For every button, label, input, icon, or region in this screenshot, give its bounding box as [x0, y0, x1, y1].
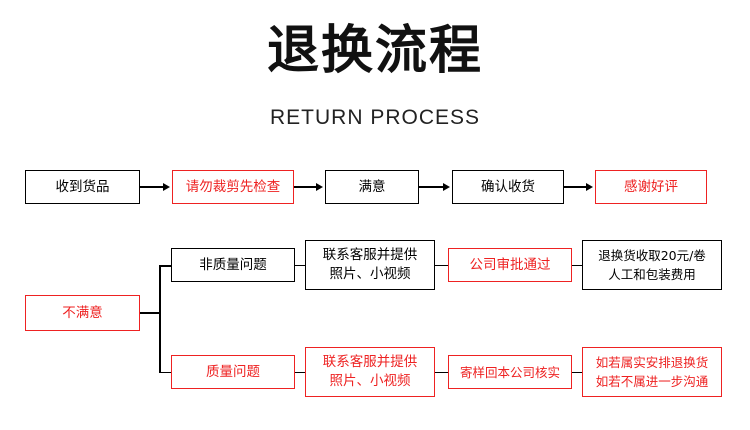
branch-stem: [140, 312, 160, 314]
flow-box-non-quality-issue: 非质量问题: [171, 248, 295, 282]
branch-lower: [159, 371, 171, 373]
flow-box-label: 收到货品: [55, 178, 110, 195]
connector-row3-3: [572, 371, 582, 373]
connector-row3-2: [435, 371, 448, 373]
connector-row1-3: [419, 186, 445, 188]
connector-row2-2: [435, 264, 448, 266]
flow-box-label: 感谢好评: [624, 178, 678, 195]
page-subtitle: RETURN PROCESS: [269, 106, 481, 129]
flow-box-label-line1: 退换货收取20元/卷: [598, 248, 706, 263]
flow-box-label: 不满意: [62, 304, 103, 321]
connector-row2-3: [572, 264, 582, 266]
connector-row1-1: [140, 186, 165, 188]
flow-box-label-line1: 如若属实安排退换货: [595, 355, 709, 370]
flow-box-received-goods: 收到货品: [25, 170, 140, 204]
flow-box-unsatisfied: 不满意: [25, 295, 140, 331]
flow-box-label: 非质量问题: [199, 256, 267, 273]
flow-box-return-fee-note: 退换货收取20元/卷 人工和包装费用: [582, 240, 722, 290]
flow-box-label: 公司审批通过: [469, 256, 551, 273]
branch-upper: [159, 265, 171, 267]
flow-box-label: 满意: [358, 178, 386, 195]
flow-box-contact-service-provide-media-quality: 联系客服并提供 照片、小视频: [305, 347, 435, 397]
connector-row3-1: [295, 371, 305, 373]
flow-box-quality-issue: 质量问题: [171, 355, 295, 389]
branch-vertical: [159, 265, 161, 373]
arrow-row1-3: [443, 182, 450, 191]
flow-box-label: 质量问题: [206, 363, 260, 380]
flow-box-verification-outcome: 如若属实安排退换货 如若不属进一步沟通: [582, 347, 722, 397]
flow-box-label: 寄样回本公司核实: [459, 364, 560, 380]
flow-box-label-line2: 人工和包装费用: [608, 267, 696, 282]
arrow-row1-4: [586, 182, 593, 191]
flow-box-confirm-receipt: 确认收货: [452, 170, 564, 204]
flow-box-thanks-good-review: 感谢好评: [595, 170, 707, 204]
flow-box-label-line2: 照片、小视频: [329, 373, 411, 389]
flow-box-do-not-cut-check-first: 请勿裁剪先检查: [172, 170, 294, 204]
flow-box-label-line2: 照片、小视频: [329, 266, 411, 282]
connector-row1-2: [294, 186, 318, 188]
page-title: 退换流程: [266, 21, 483, 81]
flow-box-label-line2: 如若不属进一步沟通: [595, 374, 709, 389]
flow-box-satisfied: 满意: [325, 170, 419, 204]
flow-box-label-line1: 联系客服并提供: [322, 354, 418, 370]
flow-box-company-approval-passed: 公司审批通过: [448, 248, 572, 282]
arrow-row1-1: [163, 182, 170, 191]
connector-row1-4: [564, 186, 588, 188]
connector-row2-1: [295, 264, 305, 266]
flow-box-send-sample-for-verification: 寄样回本公司核实: [448, 355, 572, 389]
flow-box-contact-service-provide-media-non-quality: 联系客服并提供 照片、小视频: [305, 240, 435, 290]
arrow-row1-2: [316, 182, 323, 191]
flow-box-label-line1: 联系客服并提供: [322, 247, 418, 263]
flow-box-label: 确认收货: [481, 178, 535, 195]
flow-box-label: 请勿裁剪先检查: [185, 178, 281, 195]
